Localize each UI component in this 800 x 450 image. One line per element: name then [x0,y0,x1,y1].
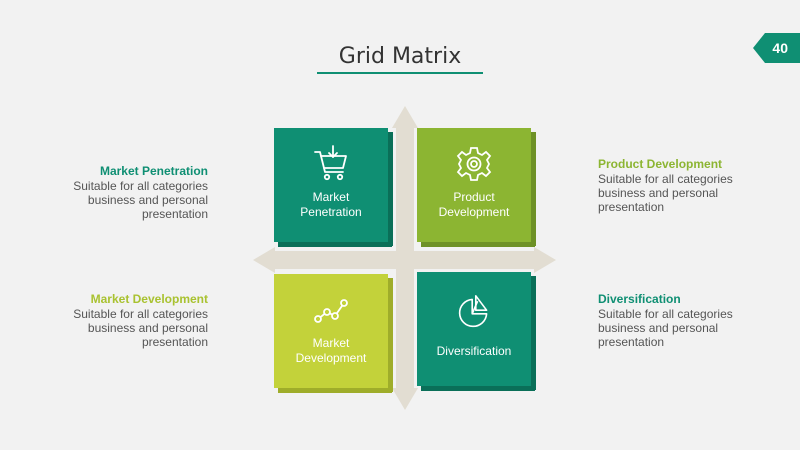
tile-shadow [421,386,535,391]
tile-shadow [388,132,393,246]
shopping-cart-icon [314,145,347,181]
tile-shadow [388,278,393,392]
slide-title: Grid Matrix [338,44,462,69]
title-underline [317,72,483,74]
description-market-penetration: Market Penetration Suitable for all cate… [48,164,208,221]
description-market-development: Market Development Suitable for all cate… [48,292,208,349]
description-text: Suitable for all categories business and… [73,179,208,221]
gear-icon [456,147,492,181]
description-diversification: Diversification Suitable for all categor… [598,292,758,349]
tile-diversification[interactable]: Diversification [417,272,536,391]
tile-label: Diversification [436,344,512,358]
description-heading: Market Development [90,292,208,306]
description-heading: Product Development [598,157,723,171]
tile-label: Market Development [295,336,367,365]
line-graph-icon [314,299,348,323]
description-product-development: Product Development Suitable for all cat… [598,157,758,214]
tile-shadow [278,388,392,393]
description-text: Suitable for all categories business and… [73,307,208,349]
arrow-right-icon [534,247,556,273]
tile-product-development[interactable]: Product Development [417,128,536,247]
tile-shadow [421,242,535,247]
cross-horizontal-bar [272,251,537,269]
tile-shadow [278,242,392,247]
arrow-up-icon [392,106,418,128]
pie-chart-icon [458,294,488,328]
tile-label: Market Penetration [300,190,362,219]
description-text: Suitable for all categories business and… [598,172,733,214]
arrow-down-icon [392,388,418,410]
description-heading: Market Penetration [99,164,208,178]
tile-shadow [531,276,536,390]
arrow-left-icon [253,247,275,273]
description-heading: Diversification [598,292,681,306]
tile-market-penetration[interactable]: Market Penetration [274,128,393,247]
tile-shadow [531,132,536,246]
tile-label: Product Development [438,190,510,219]
description-text: Suitable for all categories business and… [598,307,733,349]
tile-market-development[interactable]: Market Development [274,274,393,393]
